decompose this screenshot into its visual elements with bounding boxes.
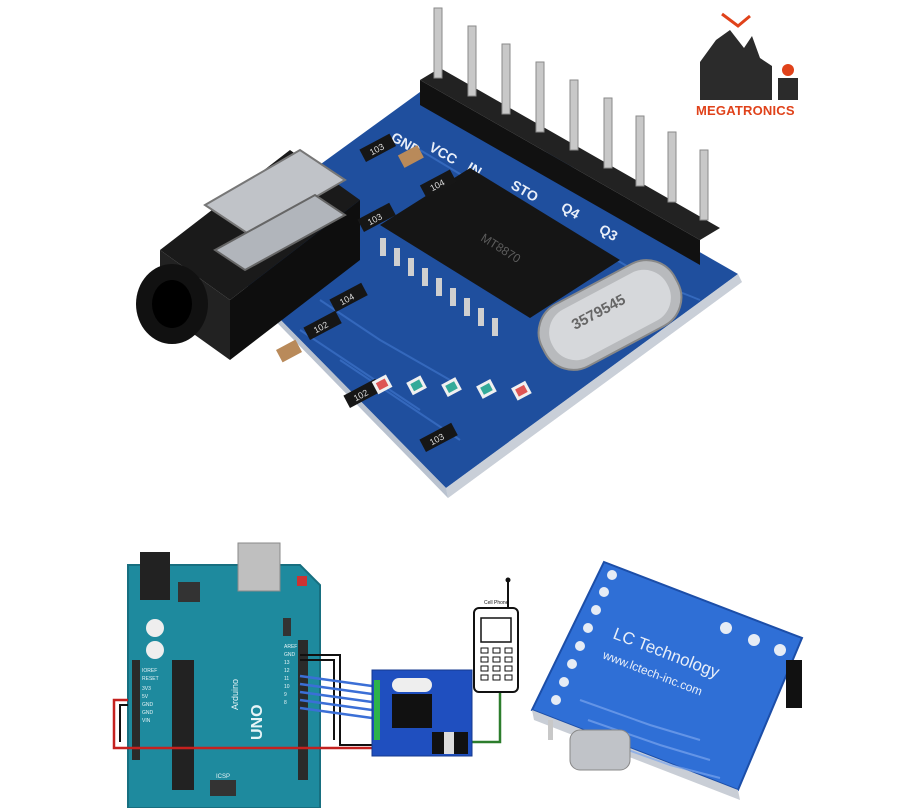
megatronics-logo xyxy=(700,12,798,100)
arduino-pin-label: 8 xyxy=(284,700,287,706)
smd-components: 103 104 104 102 103 102 xyxy=(276,133,458,452)
dtmf-chip: MT8870 xyxy=(380,168,620,336)
arduino-pin-label: RESET xyxy=(142,676,159,682)
status-leds xyxy=(371,374,532,401)
small-dtmf-module xyxy=(371,669,473,757)
arduino-board: Arduino UNO ICSP IOREF RESET 3V3 5V GND … xyxy=(127,542,321,808)
arduino-pin-label: 13 xyxy=(284,660,290,666)
arduino-pin-label: VIN xyxy=(142,718,151,724)
uno-label: UNO xyxy=(249,704,266,740)
icsp-label: ICSP xyxy=(216,774,230,780)
header-pins xyxy=(420,7,720,265)
arduino-pin-label: AREF xyxy=(284,644,297,650)
arduino-pin-label: IOREF xyxy=(142,668,157,674)
arduino-pin-label: 12 xyxy=(284,668,290,674)
board-back: LC Technology www.lctech-inc.com xyxy=(530,560,804,800)
arduino-pin-label: 9 xyxy=(284,692,287,698)
arduino-pin-label: GND xyxy=(284,652,296,658)
arduino-pin-label: 5V xyxy=(142,694,149,700)
arduino-pin-label: GND xyxy=(142,710,154,716)
arduino-label: Arduino xyxy=(230,679,240,710)
arduino-pin-label: 3V3 xyxy=(142,686,151,692)
phone-label: Cell Phone xyxy=(484,600,509,606)
logo-text: MEGATRONICS xyxy=(696,103,795,118)
wiring-diagram: Arduino UNO ICSP IOREF RESET 3V3 5V GND … xyxy=(112,542,519,808)
arduino-pin-label: GND xyxy=(142,702,154,708)
arduino-pin-label: 10 xyxy=(284,684,290,690)
cell-phone: Cell Phone xyxy=(473,577,519,693)
dtmf-module: GND VCC IN STO Q4 Q3 xyxy=(136,7,742,498)
crystal: 3579545 xyxy=(537,259,683,371)
audio-jack xyxy=(136,148,360,360)
arduino-pin-label: 11 xyxy=(284,676,289,682)
wires xyxy=(112,654,502,750)
